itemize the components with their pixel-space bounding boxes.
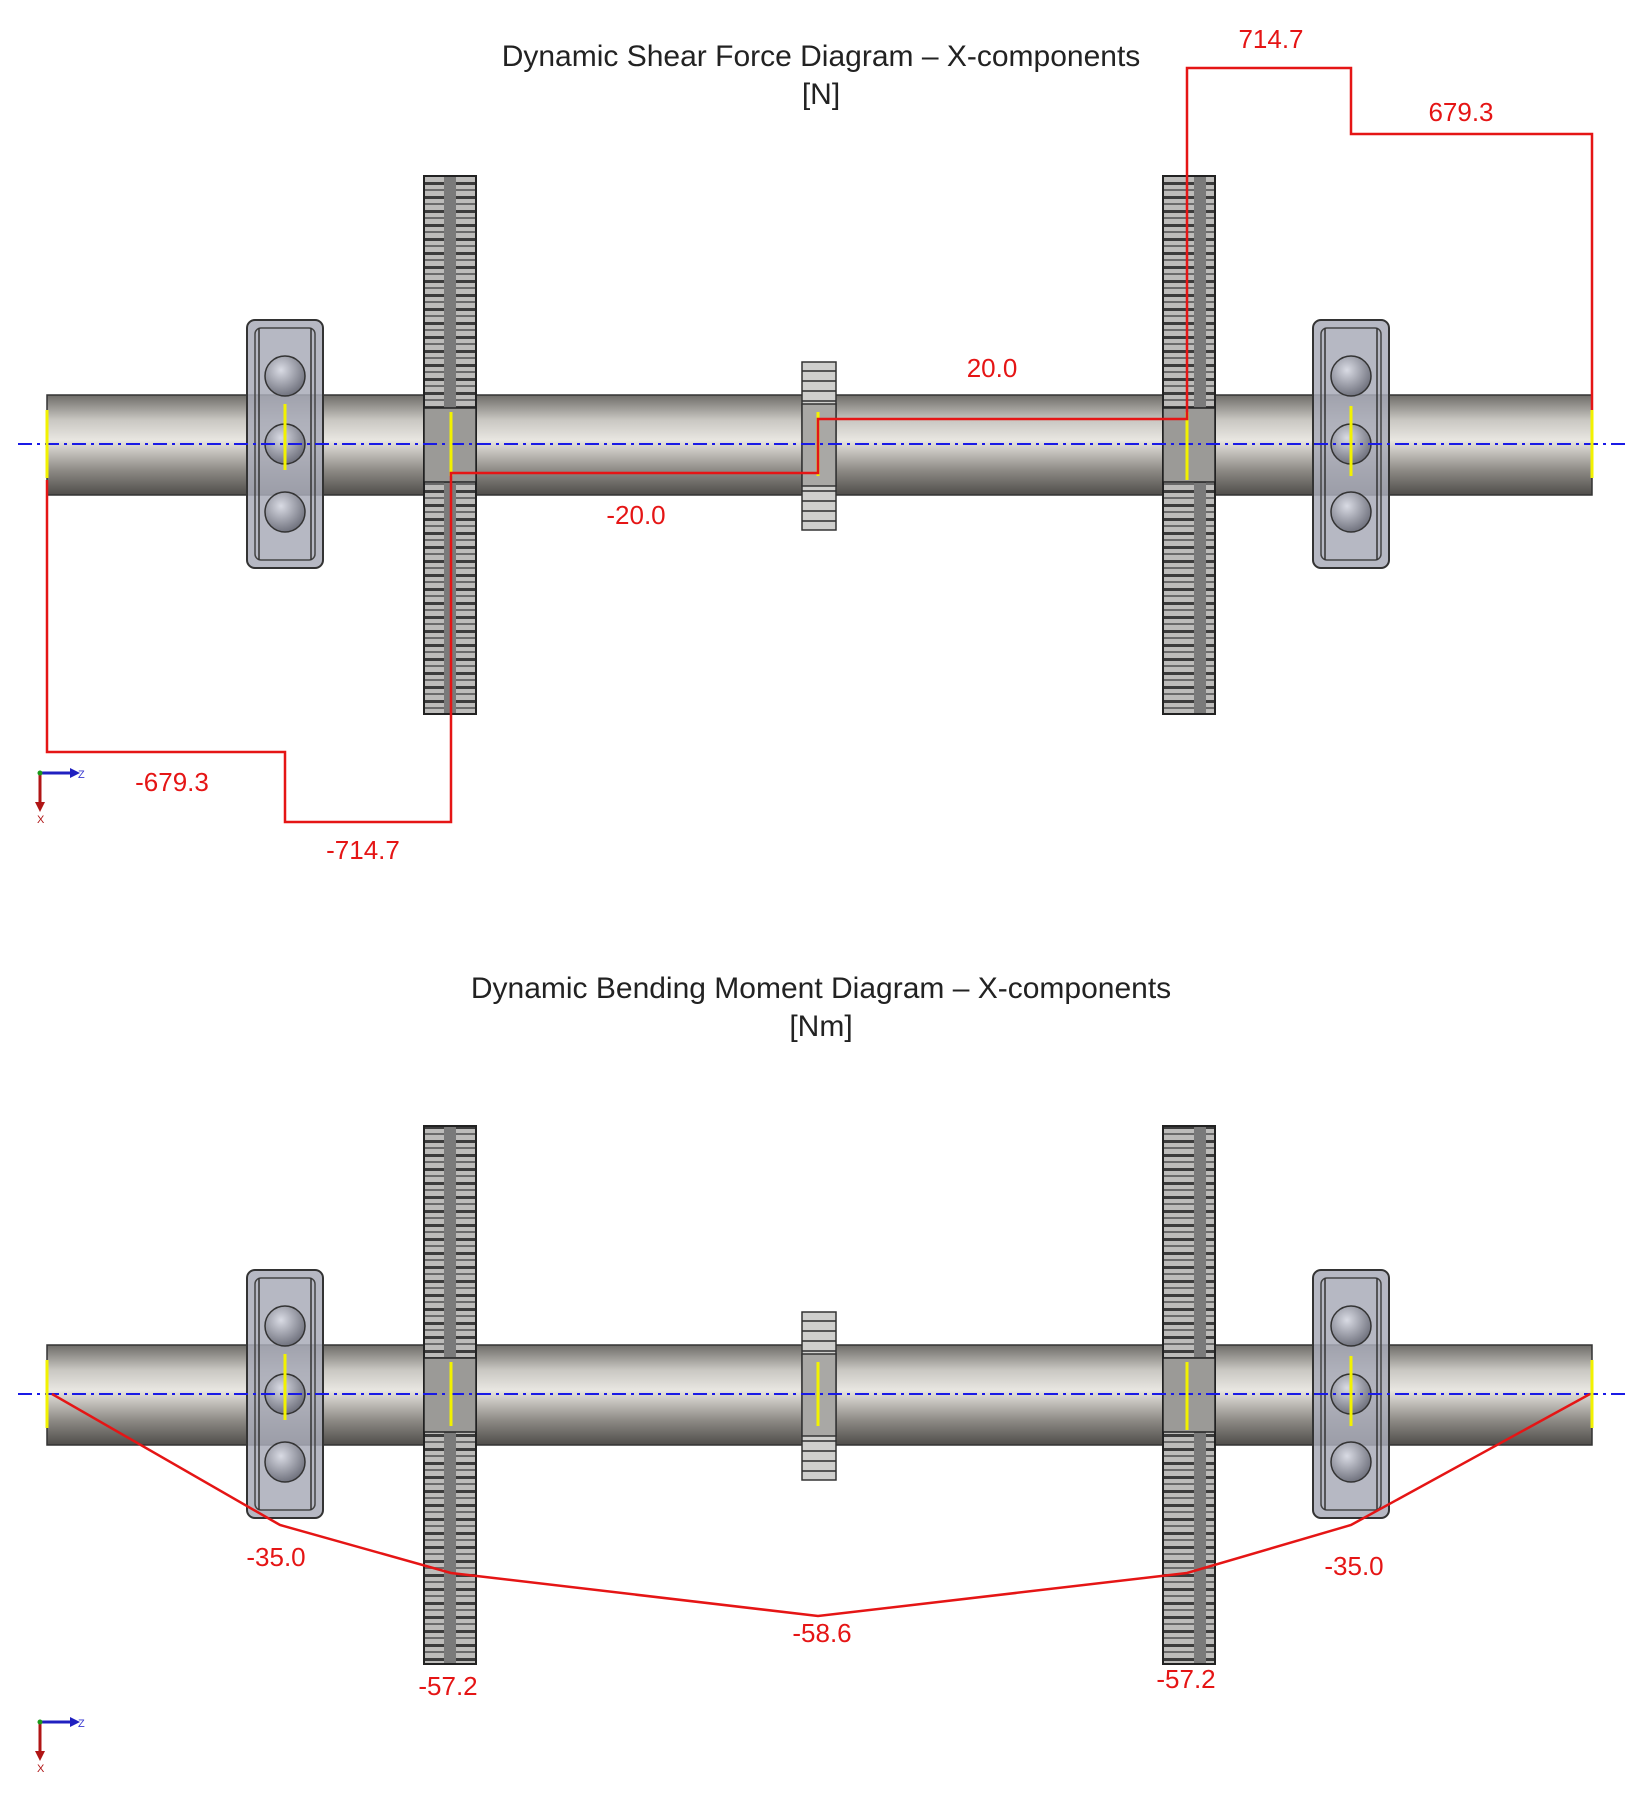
shear-value-label: -20.0 <box>606 500 665 530</box>
axis-z-label: Z <box>78 1718 85 1730</box>
moment-value-label: -57.2 <box>418 1671 477 1701</box>
axis-x-label: X <box>37 1763 45 1775</box>
axis-x-label: X <box>37 814 45 826</box>
bending-moment-panel: Dynamic Bending Moment Diagram – X-compo… <box>0 930 1642 1808</box>
shear-force-line <box>45 66 1594 824</box>
shear-value-label: 714.7 <box>1238 24 1303 54</box>
shear-title: Dynamic Shear Force Diagram – X-componen… <box>501 40 1141 73</box>
load-markers <box>45 1354 1594 1430</box>
moment-value-label: -35.0 <box>1324 1551 1383 1581</box>
moment-value-label: -58.6 <box>792 1618 851 1648</box>
shear-title-block: Dynamic Shear Force Diagram – X-componen… <box>0 38 1642 114</box>
bending-moment-line <box>51 1392 1591 1618</box>
axis-z-label: Z <box>78 769 85 781</box>
shear-value-label: 679.3 <box>1428 97 1493 127</box>
shear-value-label: 20.0 <box>967 353 1018 383</box>
shear-unit: [N] <box>801 78 841 111</box>
shear-force-panel: Dynamic Shear Force Diagram – X-componen… <box>0 24 1642 865</box>
axis-triad-icon: Z X <box>35 1717 85 1775</box>
moment-value-label: -35.0 <box>246 1542 305 1572</box>
moment-drawing: -35.0 -57.2 -58.6 -57.2 -35.0 Z X <box>18 1125 1630 1775</box>
moment-unit: [Nm] <box>789 1010 853 1043</box>
moment-title-block: Dynamic Bending Moment Diagram – X-compo… <box>0 970 1642 1046</box>
moment-value-label: -57.2 <box>1156 1664 1215 1694</box>
shear-value-label: -679.3 <box>135 767 209 797</box>
axis-triad-icon: Z X <box>35 768 85 826</box>
shear-drawing: 714.7 679.3 20.0 -20.0 -679.3 -714.7 Z X <box>18 24 1630 865</box>
shear-value-label: -714.7 <box>326 835 400 865</box>
moment-title: Dynamic Bending Moment Diagram – X-compo… <box>470 972 1172 1005</box>
